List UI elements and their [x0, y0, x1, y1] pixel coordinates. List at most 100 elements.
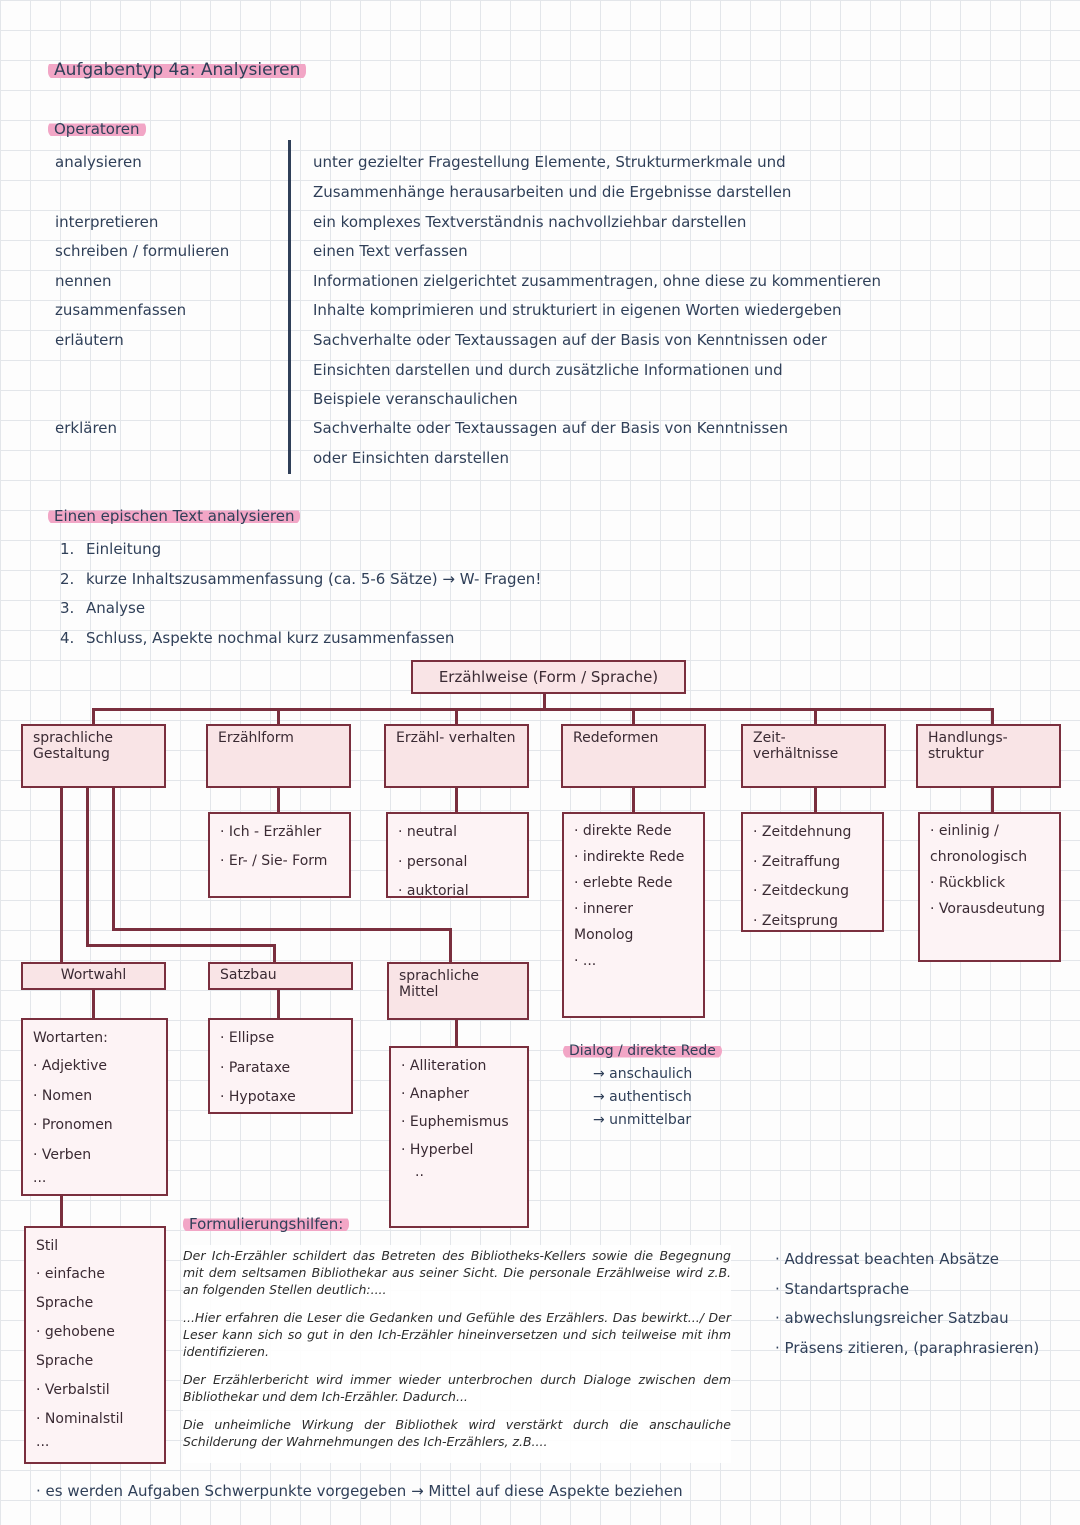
list-item: 3.Analyse — [60, 599, 146, 618]
tips-heading: Formulierungshilfen: — [183, 1215, 350, 1233]
handlungsstruktur-list: einlinig / chronologisch Rückblick Vorau… — [918, 812, 1061, 962]
stil-list: Stil einfache Sprache gehobene Sprache V… — [24, 1226, 166, 1464]
more-indicator: ... — [36, 1434, 50, 1450]
connector — [455, 708, 458, 726]
list-item: einfache Sprache — [36, 1260, 154, 1318]
list-item: 2.kurze Inhaltszusammenfassung (ca. 5-6 … — [60, 569, 542, 588]
list-item: erlebte Rede — [574, 870, 693, 896]
operator-definition: Sachverhalte oder Textaussagen auf der B… — [313, 326, 1043, 415]
more-indicator: .. — [415, 1164, 424, 1180]
category-redeformen: Redeformen — [561, 724, 706, 788]
section-heading: Einen epischen Text analysieren — [48, 507, 301, 525]
wortarten-heading: Wortarten: — [33, 1030, 108, 1046]
definition-line: Sachverhalte oder Textaussagen auf der B… — [313, 331, 827, 349]
tips-text: Der Ich-Erzähler schildert das Betreten … — [183, 1245, 731, 1463]
operator-definition: Inhalte komprimieren und strukturiert in… — [313, 301, 842, 319]
operator-definition: ein komplexes Textverständnis nachvollzi… — [313, 213, 747, 231]
category-zeitverhaeltnisse: Zeit- verhältnisse — [741, 724, 886, 788]
diagram-root: Erzählweise (Form / Sprache) — [411, 660, 686, 694]
dialog-item: → anschaulich — [593, 1066, 693, 1082]
operators-heading: Operatoren — [48, 120, 146, 138]
list-item: 1.Einleitung — [60, 540, 162, 558]
tip-paragraph: Der Ich-Erzähler schildert das Betreten … — [183, 1248, 731, 1297]
connector — [455, 1018, 458, 1048]
steps-list: 1.Einleitung 2.kurze Inhaltszusammenfass… — [60, 535, 541, 653]
connector — [92, 708, 994, 711]
bottom-note: · es werden Aufgaben Schwerpunkte vorgeg… — [36, 1482, 683, 1500]
list-item: Zeitdehnung — [753, 818, 872, 848]
connector — [60, 1196, 63, 1228]
definition-line: unter gezielter Fragestellung Elemente, … — [313, 153, 786, 171]
sub-wortwahl: Wortwahl — [21, 962, 166, 990]
operator-term: zusammenfassen — [55, 301, 187, 319]
list-item: innerer Monolog — [574, 896, 693, 948]
connector — [277, 708, 280, 726]
operator-definition: einen Text verfassen — [313, 242, 468, 260]
writing-tips-list: Addressat beachten Absätze Standartsprac… — [775, 1245, 1055, 1363]
list-item: Parataxe — [220, 1054, 341, 1084]
list-item: Zeitdeckung — [753, 877, 872, 907]
tip-paragraph: Die unheimliche Wirkung der Bibliothek w… — [183, 1417, 731, 1449]
category-sprachliche-gestaltung: sprachliche Gestaltung — [21, 724, 166, 788]
list-item: Anapher — [401, 1080, 517, 1108]
operator-term: analysieren — [55, 153, 142, 171]
connector — [455, 786, 458, 814]
erzaehlform-list: Ich - Erzähler Er- / Sie- Form — [208, 812, 351, 898]
divider-line — [288, 140, 291, 474]
list-item: Zeitsprung — [753, 907, 872, 937]
dialog-note: Dialog / direkte Rede → anschaulich → au… — [563, 1040, 722, 1132]
list-item: direkte Rede — [574, 818, 693, 844]
list-item: Vorausdeutung — [930, 896, 1049, 922]
connector — [273, 944, 276, 964]
more-indicator: ... — [33, 1170, 47, 1186]
dialog-heading: Dialog / direkte Rede — [563, 1040, 722, 1063]
definition-line: Beispiele veranschaulichen — [313, 390, 518, 409]
redeformen-list: direkte Rede indirekte Rede erlebte Rede… — [562, 812, 705, 1018]
dialog-item: → unmittelbar — [593, 1112, 692, 1128]
list-item: Verben — [33, 1141, 156, 1171]
definition-line: oder Einsichten darstellen — [313, 448, 510, 467]
list-item: Präsens zitieren, (paraphrasieren) — [775, 1334, 1055, 1364]
connector — [92, 988, 95, 1020]
list-item: abwechslungsreicher Satzbau — [775, 1304, 1055, 1334]
definition-line: Sachverhalte oder Textaussagen auf der B… — [313, 419, 789, 437]
list-item: Ellipse — [220, 1024, 341, 1054]
list-item: Hypotaxe — [220, 1083, 341, 1113]
connector — [277, 786, 280, 814]
list-item: 4.Schluss, Aspekte nochmal kurz zusammen… — [60, 628, 455, 647]
operator-definition: Sachverhalte oder Textaussagen auf der B… — [313, 414, 1043, 473]
category-erzaehlform: Erzählform — [206, 724, 351, 788]
category-erzaehlverhalten: Erzähl- verhalten — [384, 724, 529, 788]
stil-heading: Stil — [36, 1238, 59, 1254]
connector — [991, 786, 994, 814]
connector — [814, 786, 817, 814]
satzbau-list: Ellipse Parataxe Hypotaxe — [208, 1018, 353, 1114]
list-item: Rückblick — [930, 870, 1049, 896]
connector — [86, 944, 276, 947]
connector — [632, 786, 635, 814]
list-item: Nomen — [33, 1082, 156, 1112]
operator-definition: Informationen zielgerichtet zusammentrag… — [313, 272, 881, 290]
list-item: Verbalstil — [36, 1376, 154, 1405]
sub-satzbau: Satzbau — [208, 962, 353, 990]
wortarten-list: Wortarten: Adjektive Nomen Pronomen Verb… — [21, 1018, 168, 1196]
connector — [449, 928, 452, 964]
sprachliche-mittel-list: Alliteration Anapher Euphemismus Hyperbe… — [389, 1046, 529, 1228]
page-title: Aufgabentyp 4a: Analysieren — [48, 60, 307, 80]
list-item: Hyperbel — [401, 1136, 517, 1164]
connector — [60, 786, 63, 964]
connector — [991, 708, 994, 726]
tip-paragraph: ...Hier erfahren die Leser die Gedanken … — [183, 1310, 731, 1359]
operator-term: schreiben / formulieren — [55, 242, 230, 260]
connector — [92, 708, 95, 726]
category-handlungsstruktur: Handlungs- struktur — [916, 724, 1061, 788]
connector — [86, 786, 89, 946]
definition-line: Einsichten darstellen und durch zusätzli… — [313, 360, 783, 379]
connector — [112, 928, 452, 931]
list-item: Nominalstil — [36, 1405, 154, 1434]
list-item: neutral — [398, 818, 517, 848]
operator-definition: unter gezielter Fragestellung Elemente, … — [313, 148, 1043, 207]
list-item: Er- / Sie- Form — [220, 848, 339, 875]
list-item: Adjektive — [33, 1052, 156, 1082]
operator-term: nennen — [55, 272, 112, 290]
